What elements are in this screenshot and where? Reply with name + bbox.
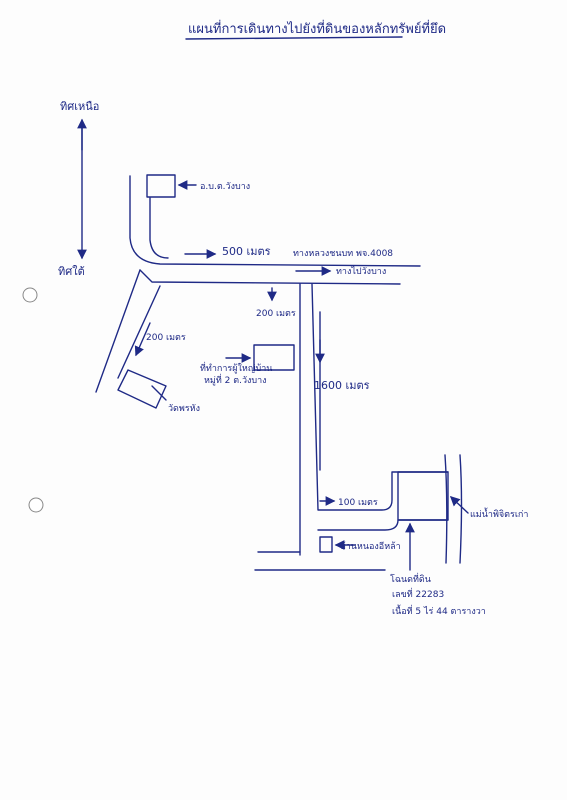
title-underline — [185, 36, 403, 40]
sao-office-label: อ.บ.ต.วังบาง — [200, 182, 250, 192]
land-deed-label-2: เลขที่ 22283 — [392, 587, 444, 600]
village-box — [319, 536, 333, 553]
river-label: แม่น้ำพิจิตรเก่า — [470, 507, 528, 520]
headman-office-sublabel: หมู่ที่ 2 ต.วังบาง — [204, 373, 267, 386]
temple-connector — [151, 385, 167, 401]
river-pointer — [449, 496, 469, 514]
river-bank-west — [444, 454, 448, 564]
binder-hole-bottom — [28, 497, 44, 513]
village-label: บ้านหนองอีหล้า — [340, 541, 401, 552]
distance-500m: 500 เมตร — [222, 245, 271, 258]
highway-road-north-edge — [129, 175, 421, 267]
highway-road-south-edge — [139, 269, 401, 285]
land-deed-label-3: เนื้อที่ 5 ไร่ 44 ตารางวา — [392, 604, 486, 617]
compass-south-label: ทิศใต้ — [58, 265, 85, 278]
distance-200m-left: 200 เมตร — [146, 333, 186, 343]
temple-road-inner — [117, 285, 161, 379]
east-road-south-edge — [317, 519, 449, 531]
headman-office-box — [253, 344, 295, 371]
temple-road-outer — [95, 269, 141, 393]
arrow-200m-left — [134, 322, 151, 357]
distance-100m: 100 เมตร — [338, 498, 378, 508]
compass-north-label: ทิศเหนือ — [60, 100, 99, 113]
temple-label: วัดพรหัง — [168, 404, 200, 414]
sao-office-box — [146, 174, 176, 198]
land-parcel-box — [397, 471, 449, 521]
map-title: แผนที่การเดินทางไปยังที่ดินของหลักทรัพย์… — [188, 20, 446, 37]
east-road-west-edge — [311, 283, 449, 511]
distance-1600m: 1600 เมตร — [314, 379, 370, 392]
temple-box — [117, 369, 167, 409]
river-bank-east — [459, 454, 463, 564]
distance-200m-mid: 200 เมตร — [256, 309, 296, 319]
binder-hole-top — [22, 287, 38, 303]
highway-name-label: ทางหลวงชนบท พจ.4008 — [293, 249, 393, 259]
headman-office-label: ที่ทำการผู้ใหญ่บ้าน — [200, 361, 272, 374]
land-deed-label-1: โฉนดที่ดิน — [390, 572, 431, 585]
highway-road-inner-edge — [149, 197, 169, 259]
to-wangbang-label: ทางไปวังบาง — [336, 266, 386, 277]
